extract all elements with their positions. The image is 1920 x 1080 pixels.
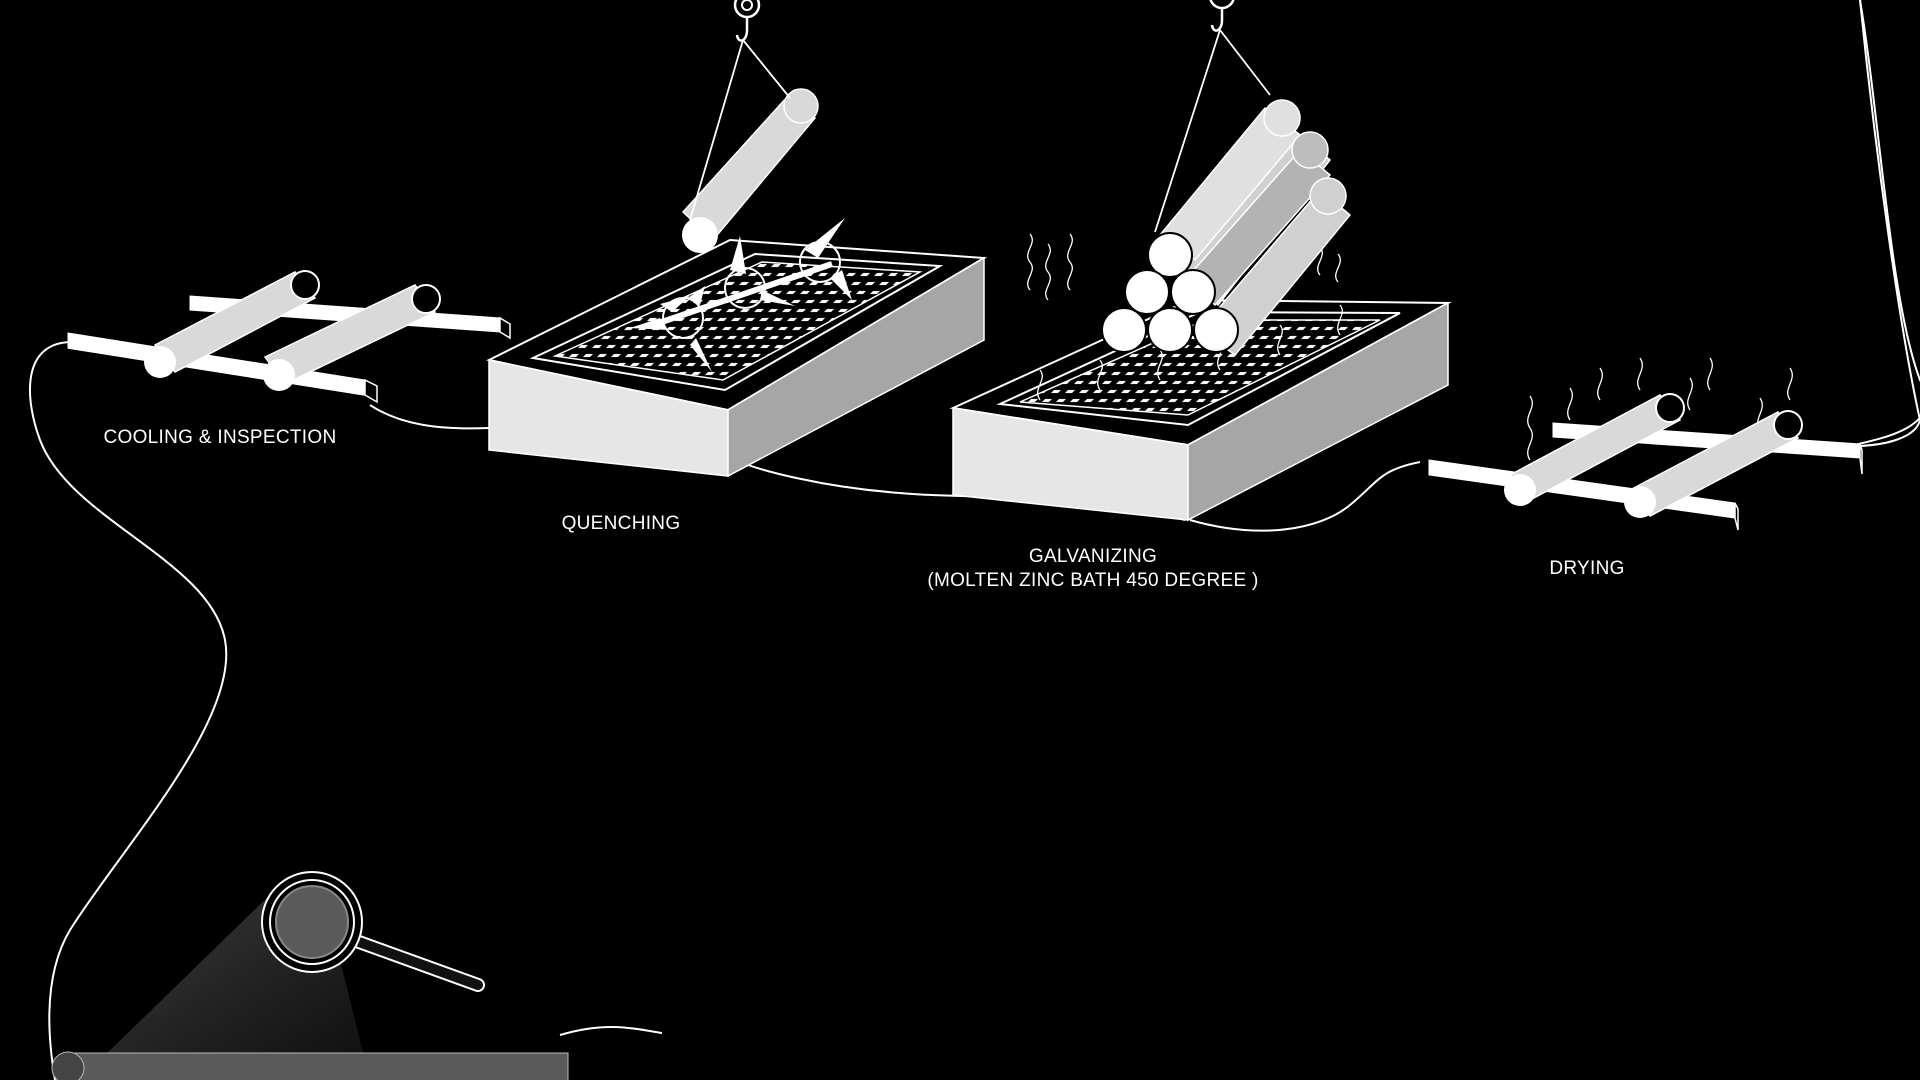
process-flow-line bbox=[28, 0, 1920, 1080]
magnifying-glass-icon bbox=[261, 871, 485, 992]
label-galvanizing: GALVANIZING (MOLTEN ZINC BATH 450 DEGREE… bbox=[927, 545, 1258, 593]
quenching-tank bbox=[485, 0, 988, 478]
cooling-rack bbox=[67, 270, 511, 404]
label-galvanizing-title: GALVANIZING bbox=[1028, 546, 1158, 567]
drying-rack bbox=[1428, 357, 1863, 531]
galvanizing-tank bbox=[949, 0, 1452, 522]
label-drying: DRYING bbox=[1549, 558, 1625, 579]
label-cooling-inspection: COOLING & INSPECTION bbox=[103, 427, 337, 448]
steam-icon bbox=[1027, 218, 1343, 401]
label-quenching: QUENCHING bbox=[561, 513, 681, 534]
splash-icon bbox=[630, 218, 852, 372]
label-galvanizing-detail: (MOLTEN ZINC BATH 450 DEGREE ) bbox=[927, 570, 1259, 591]
steam-icon bbox=[1527, 357, 1793, 461]
inspection-station bbox=[51, 871, 569, 1080]
crane-hook-icon bbox=[733, 0, 761, 42]
crane-hook-icon bbox=[1209, 0, 1235, 32]
